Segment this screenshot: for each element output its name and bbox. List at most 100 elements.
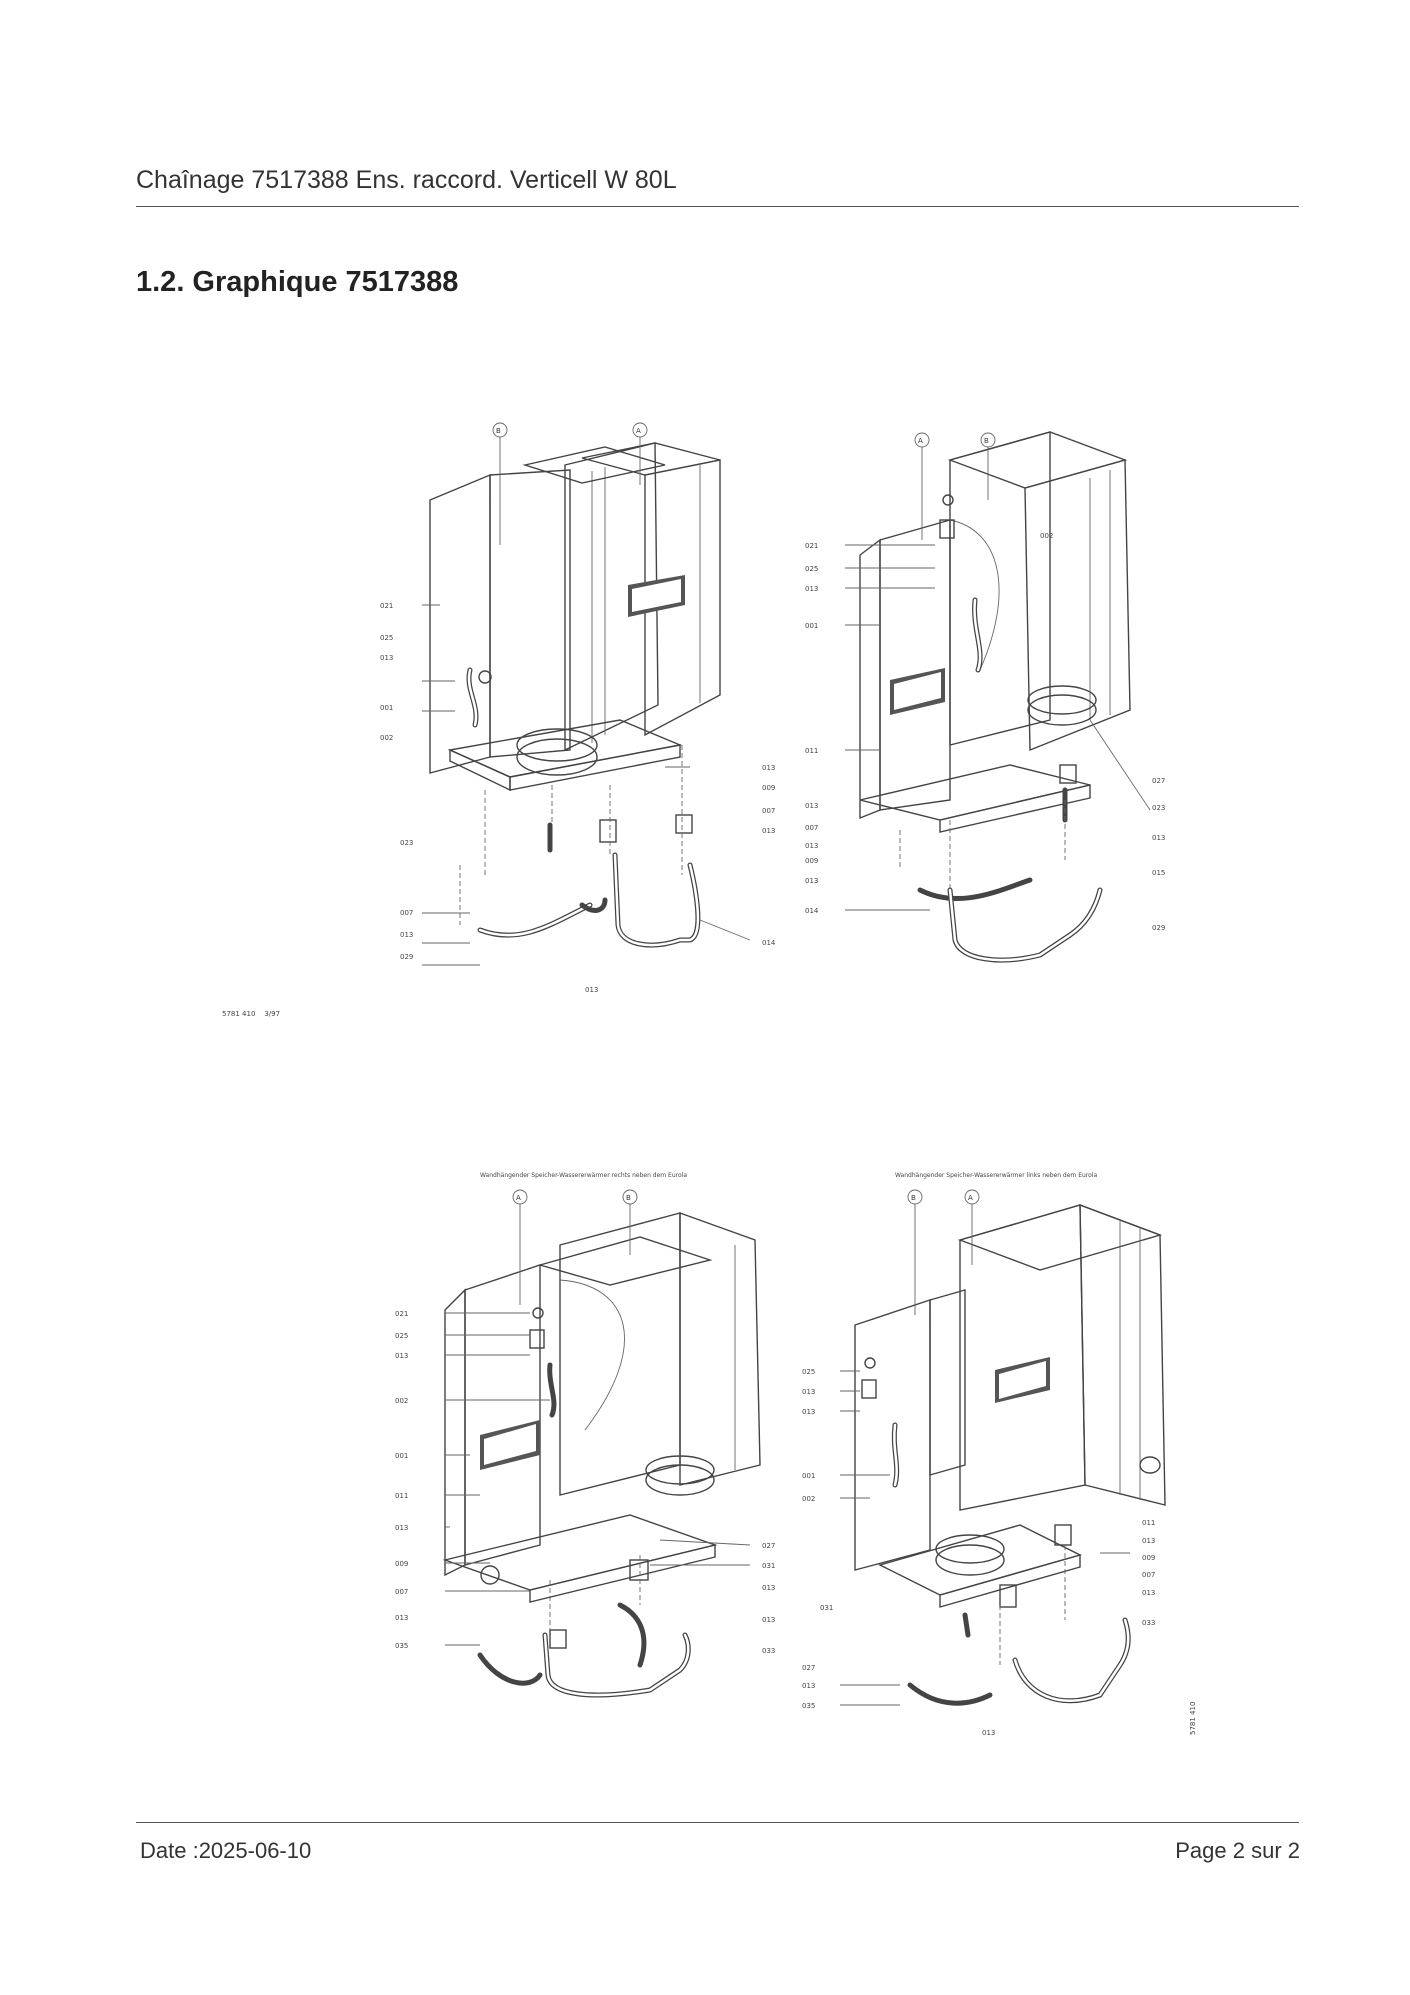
part-label: 013 (395, 1352, 408, 1360)
connection-pipes (861, 1357, 1131, 1706)
part-label: 001 (395, 1452, 408, 1460)
figure-caption: Wandhängender Speicher-Wassererwärmer li… (895, 1172, 1097, 1179)
part-label: 025 (380, 634, 393, 642)
section-heading: 1.2. Graphique 7517388 (136, 266, 459, 298)
part-label: 025 (805, 565, 818, 573)
drawing-number-rotated: 5781 410 (1189, 1702, 1197, 1735)
part-label: 021 (805, 542, 818, 550)
part-label: 002 (380, 734, 393, 742)
diagram-top-right: A B 021 025 013 001 002 011 013 007 013 … (800, 420, 1200, 980)
control-panel (890, 668, 945, 715)
part-label: 025 (395, 1332, 408, 1340)
appliance-cabinets (854, 1203, 1166, 1571)
footer-page-number: Page 2 sur 2 (1175, 1838, 1300, 1863)
part-label: 013 (805, 585, 818, 593)
drawing-reference: 5781 410 3/97 (222, 1010, 280, 1018)
part-labels: 021 025 013 001 002 011 013 007 013 009 … (805, 532, 1165, 932)
part-label: 013 (762, 1616, 775, 1624)
document-header-title: Chaînage 7517388 Ens. raccord. Verticell… (136, 166, 677, 194)
part-label: 013 (762, 764, 775, 772)
control-panel (995, 1357, 1050, 1403)
part-label: 013 (802, 1682, 815, 1690)
connection-pipes (917, 494, 1103, 963)
part-label: 011 (805, 747, 818, 755)
assembly-lines (422, 604, 751, 966)
part-label: 009 (395, 1560, 408, 1568)
header-rule (136, 206, 1299, 207)
assembly-lines (445, 1312, 751, 1646)
figure-caption: Wandhängender Speicher-Wassererwärmer re… (480, 1172, 687, 1179)
callout-a: A (636, 427, 641, 435)
part-label: 031 (820, 1604, 833, 1612)
part-label: 013 (982, 1729, 995, 1737)
part-label: 013 (762, 827, 775, 835)
mounting-rail (878, 1524, 1082, 1608)
part-label: 001 (802, 1472, 815, 1480)
part-label: 009 (1142, 1554, 1155, 1562)
part-label: 013 (380, 654, 393, 662)
part-labels: 025 013 013 001 002 031 027 013 035 013 … (802, 1368, 1155, 1737)
control-panel (628, 575, 685, 617)
control-panel (480, 1420, 540, 1470)
part-label: 033 (762, 1647, 775, 1655)
appliance-cabinets (444, 1212, 761, 1577)
part-label: 013 (395, 1614, 408, 1622)
callouts: B A (492, 422, 648, 545)
callout-b: B (496, 427, 501, 435)
part-label: 013 (1142, 1589, 1155, 1597)
part-label: 023 (1152, 804, 1165, 812)
part-label: 009 (762, 784, 775, 792)
footer-rule (136, 1822, 1299, 1823)
callout-a: A (918, 437, 923, 445)
assembly-lines (840, 1370, 1130, 1706)
drawing-number: 5781 410 (222, 1010, 256, 1018)
part-label: 007 (400, 909, 413, 917)
diagram-top-left: B A 021 025 013 001 002 023 007 013 029 … (360, 405, 800, 1010)
part-labels: 021 025 013 001 002 023 007 013 029 013 … (380, 602, 776, 994)
diagram-bottom-right: Wandhängender Speicher-Wassererwärmer li… (800, 1165, 1220, 1765)
part-label: 013 (805, 802, 818, 810)
part-label: 014 (762, 939, 776, 947)
part-label: 002 (1040, 532, 1053, 540)
part-label: 021 (380, 602, 393, 610)
mounting-rail (442, 1455, 718, 1603)
part-label: 023 (400, 839, 413, 847)
part-label: 002 (802, 1495, 815, 1503)
callouts: B A (907, 1189, 980, 1315)
part-label: 021 (395, 1310, 408, 1318)
connection-pipes (466, 667, 701, 948)
part-label: 013 (395, 1524, 408, 1532)
callout-a: A (516, 1194, 521, 1202)
part-label: 009 (805, 857, 818, 865)
part-label: 001 (380, 704, 393, 712)
part-label: 013 (400, 931, 413, 939)
part-label: 025 (802, 1368, 815, 1376)
part-label: 035 (395, 1642, 408, 1650)
part-label: 027 (762, 1542, 775, 1550)
callouts: A B (914, 432, 996, 540)
part-label: 013 (805, 877, 818, 885)
diagram-bottom-left: Wandhängender Speicher-Wassererwärmer re… (390, 1165, 810, 1725)
callout-b: B (626, 1194, 631, 1202)
part-label: 013 (802, 1388, 815, 1396)
connection-pipes (477, 1307, 691, 1698)
part-label: 013 (805, 842, 818, 850)
part-labels: 021 025 013 002 001 011 013 009 007 013 … (395, 1310, 775, 1655)
part-label: 014 (805, 907, 819, 915)
part-label: 001 (805, 622, 818, 630)
callout-b: B (984, 437, 989, 445)
part-label: 007 (805, 824, 818, 832)
drawing-date: 3/97 (264, 1010, 281, 1018)
part-label: 027 (1152, 777, 1165, 785)
part-label: 013 (802, 1408, 815, 1416)
part-label: 031 (762, 1562, 775, 1570)
part-label: 007 (1142, 1571, 1155, 1579)
part-label: 007 (762, 807, 775, 815)
part-label: 011 (395, 1492, 408, 1500)
callout-b: B (911, 1194, 916, 1202)
part-label: 029 (1152, 924, 1165, 932)
appliance-cabinets (859, 431, 1131, 820)
footer-date: Date :2025-06-10 (140, 1838, 312, 1863)
part-label: 002 (395, 1397, 408, 1405)
callouts: A B (512, 1189, 638, 1305)
